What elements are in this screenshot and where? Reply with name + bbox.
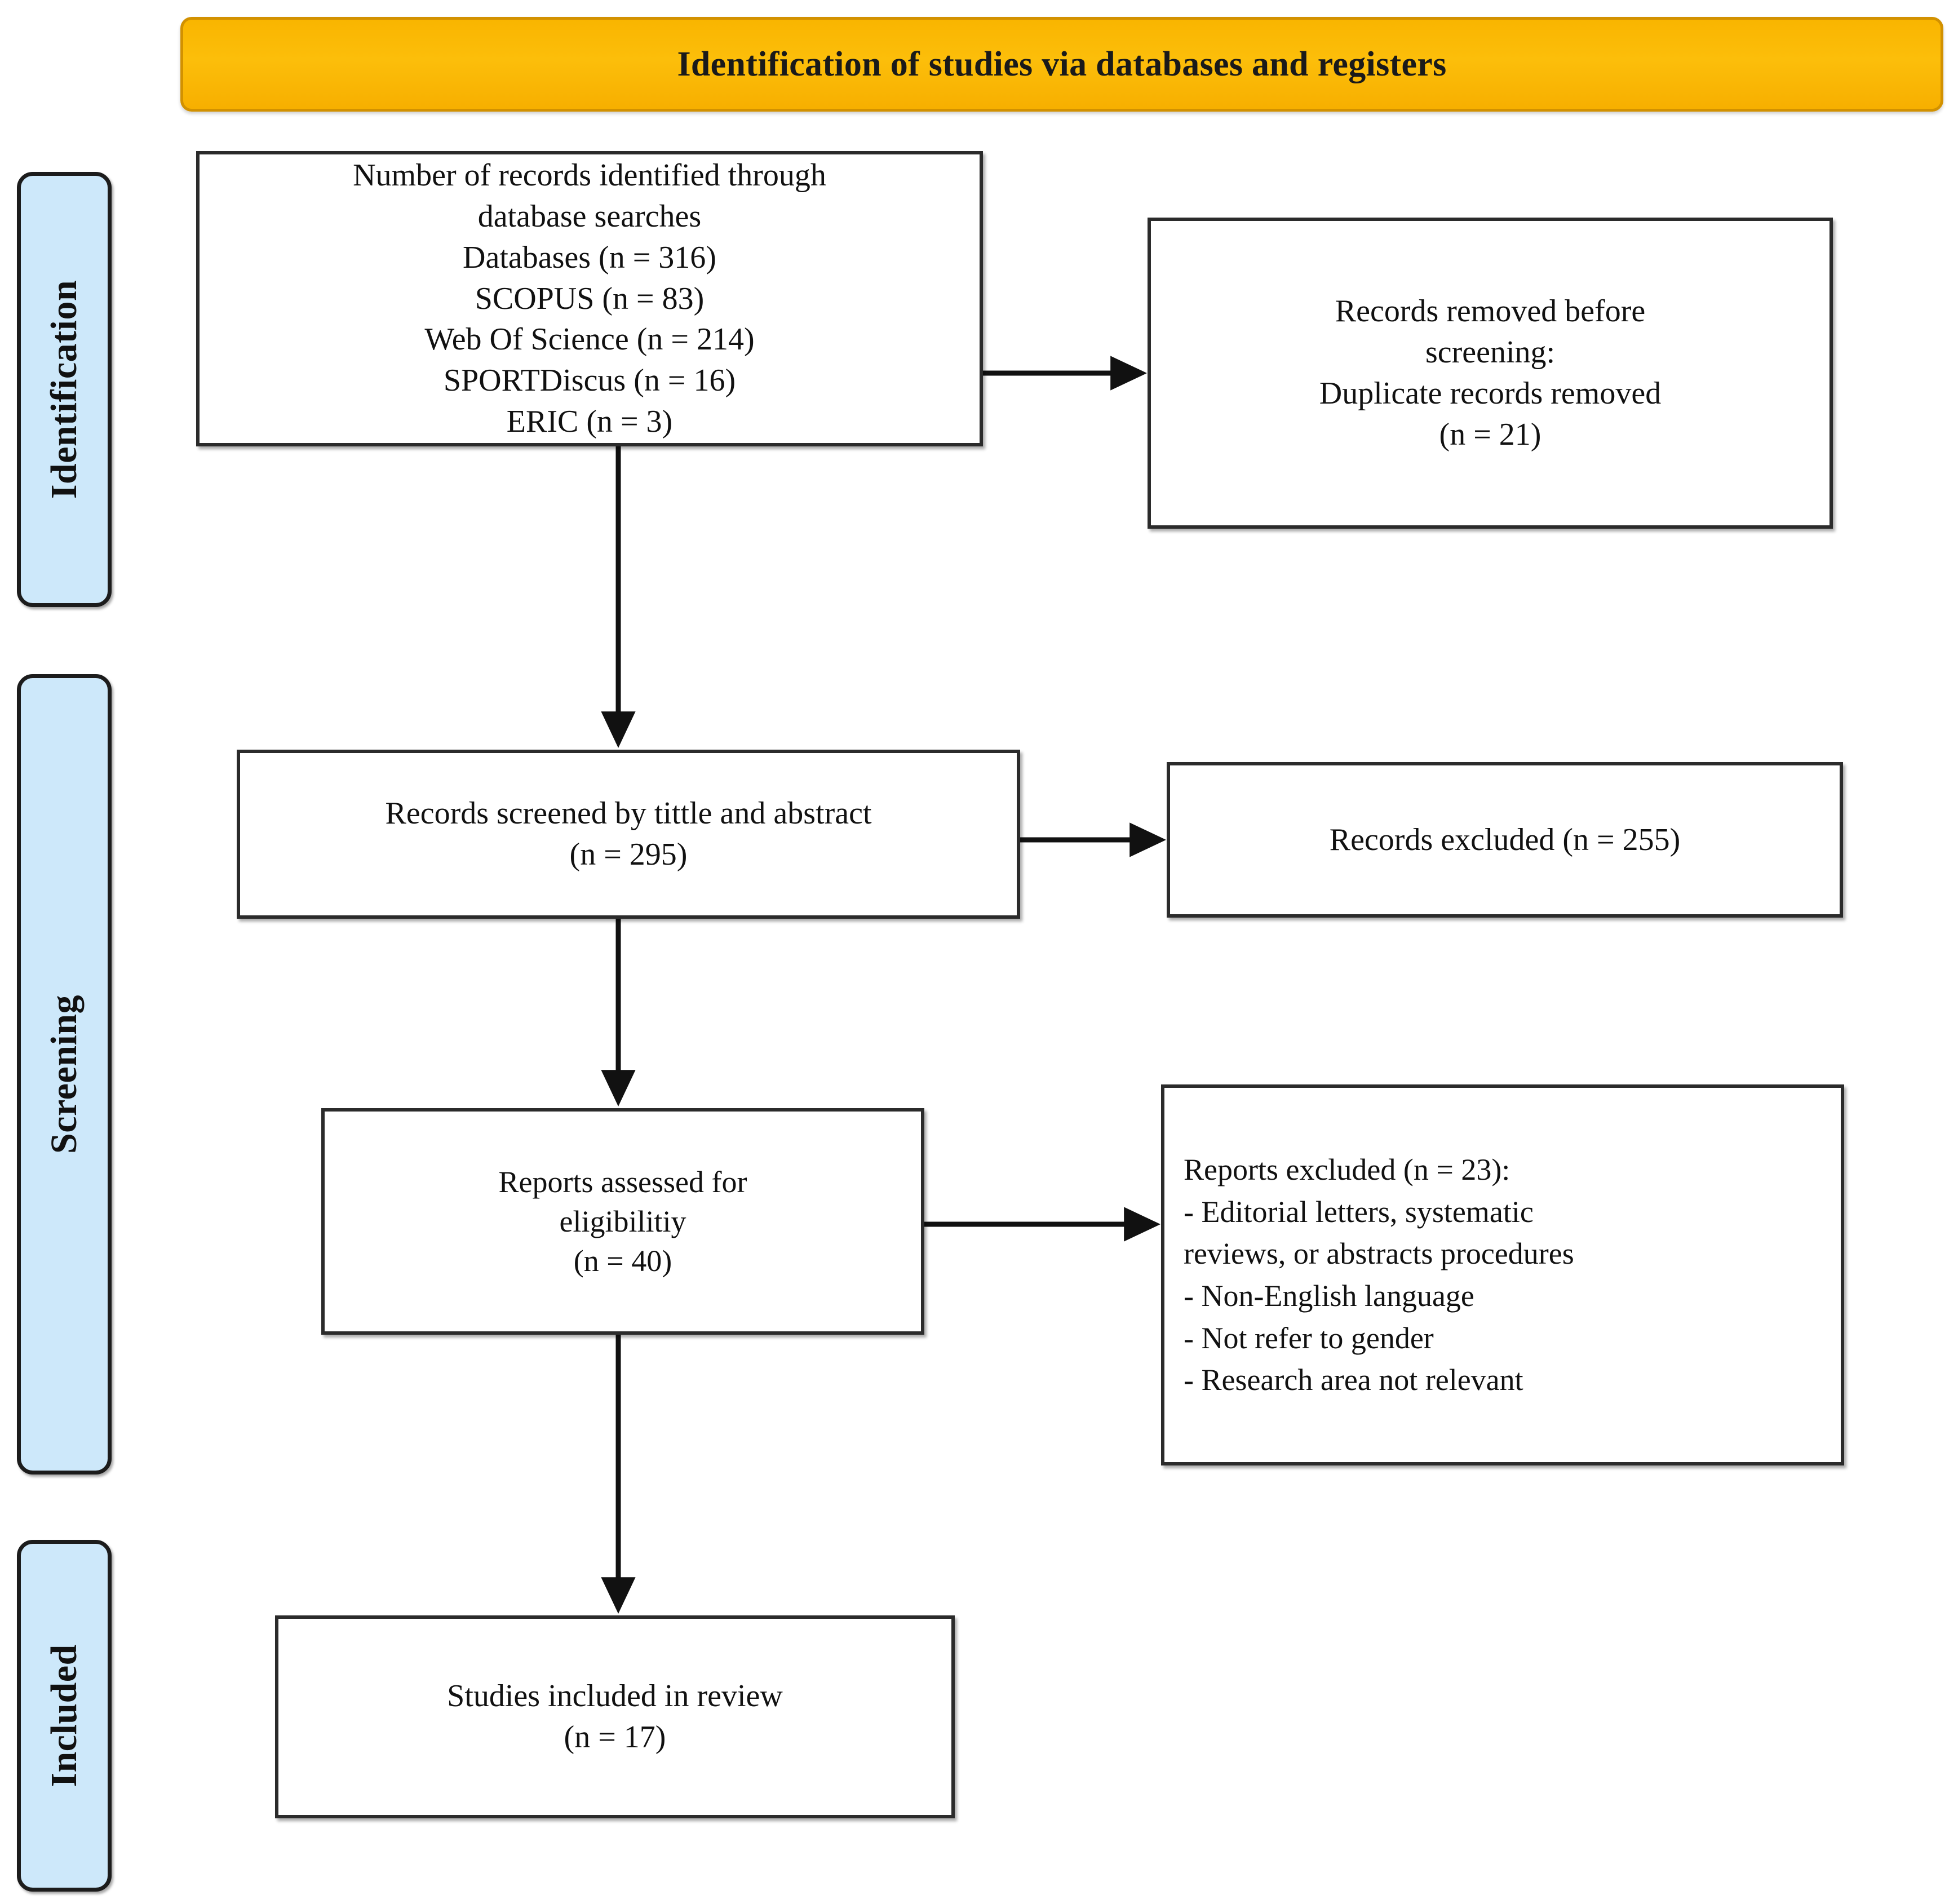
node-reports-eligibility-text: Reports assessed for eligibilitiy (n = 4… [498,1164,747,1278]
node-records-identified-text: Number of records identified through dat… [353,158,826,439]
node-records-identified: Number of records identified through dat… [196,151,983,446]
diagram-header-banner: Identification of studies via databases … [180,17,1943,112]
node-records-excluded: Records excluded (n = 255) [1167,762,1843,918]
node-studies-included-text: Studies included in review (n = 17) [447,1679,783,1755]
node-reports-excluded-text: Reports excluded (n = 23): - Editorial l… [1184,1153,1574,1397]
node-records-screened: Records screened by tittle and abstract … [237,750,1020,919]
node-records-removed: Records removed before screening: Duplic… [1148,218,1833,529]
node-reports-eligibility: Reports assessed for eligibilitiy (n = 4… [321,1108,924,1335]
stage-label-included: Included [43,1644,85,1787]
stage-rail-identification: Identification [17,172,112,607]
page-title: Identification of studies via databases … [677,45,1447,83]
stage-label-identification: Identification [43,280,85,499]
stage-rail-included: Included [17,1540,112,1892]
node-records-excluded-text: Records excluded (n = 255) [1329,822,1681,857]
node-records-removed-text: Records removed before screening: Duplic… [1319,294,1662,452]
node-reports-excluded: Reports excluded (n = 23): - Editorial l… [1161,1084,1844,1465]
node-records-screened-text: Records screened by tittle and abstract … [385,796,872,872]
stage-rail-screening: Screening [17,674,112,1475]
node-studies-included: Studies included in review (n = 17) [275,1615,955,1818]
stage-label-screening: Screening [43,995,85,1154]
